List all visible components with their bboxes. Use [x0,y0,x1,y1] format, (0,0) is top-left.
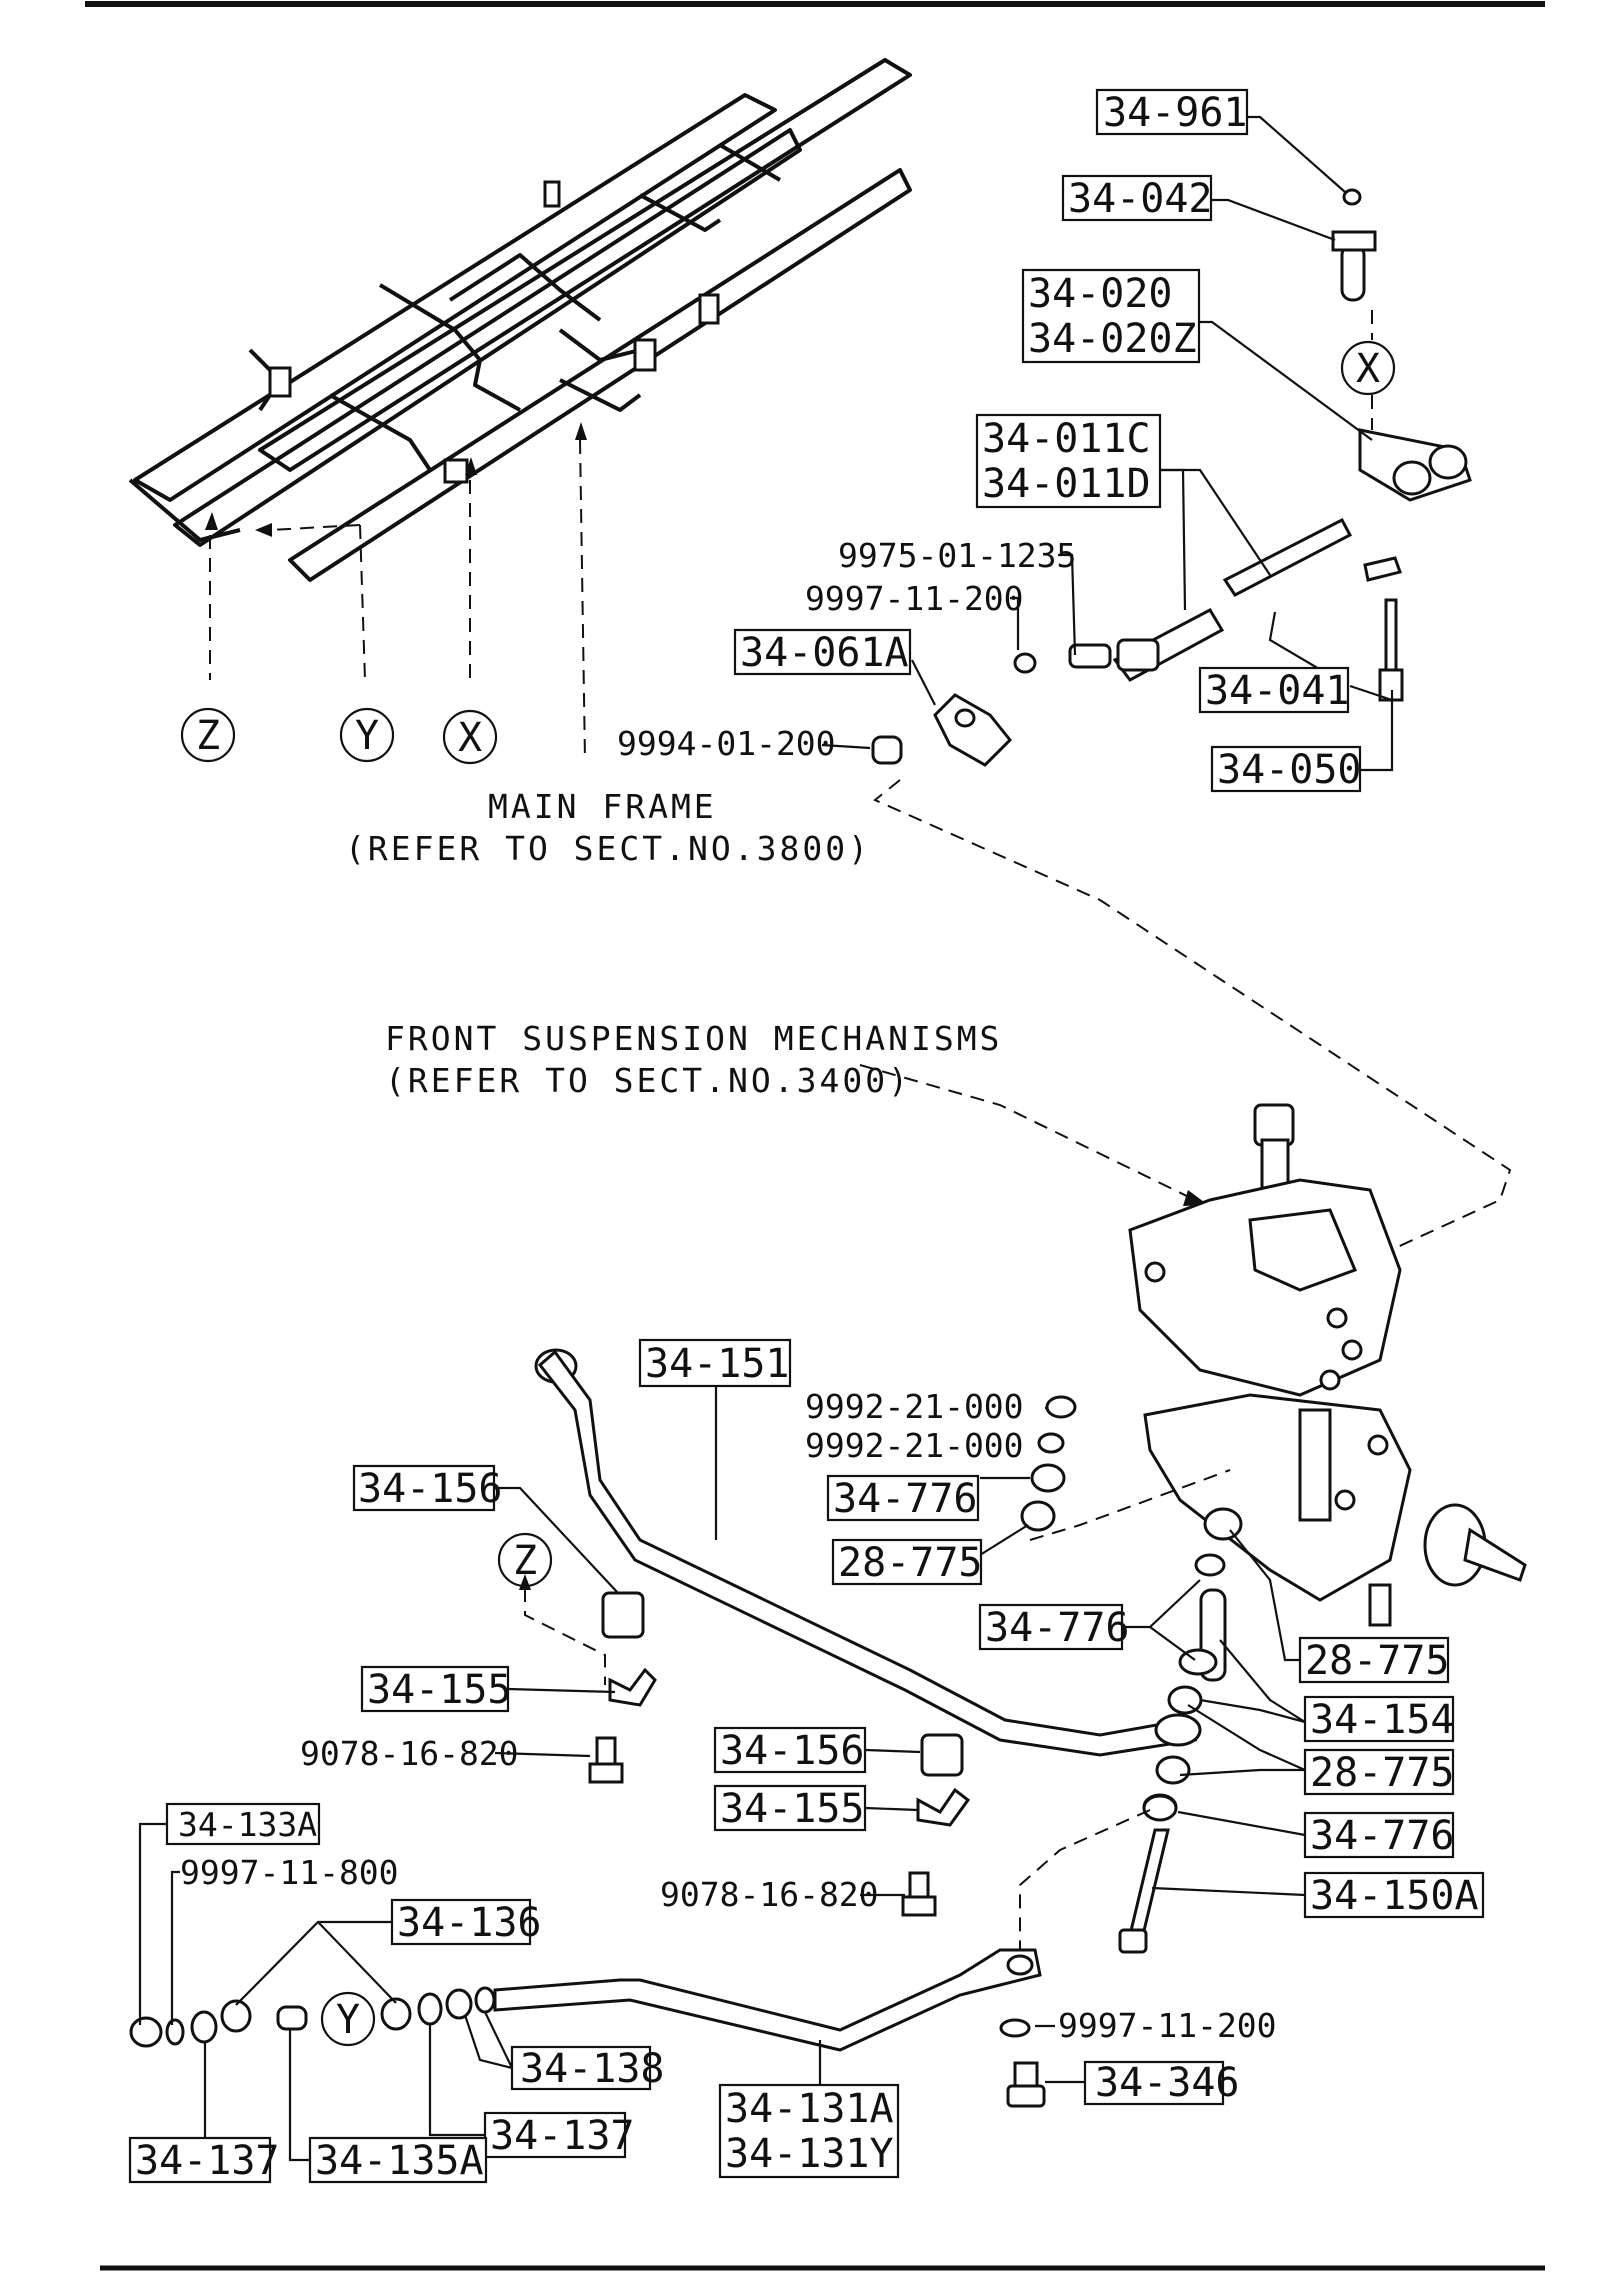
label-34-776-c: 34-776 [1310,1813,1455,1859]
label-9997-11-200-a: 9997-11-200 [805,579,1024,618]
label-34-135a: 34-135A [315,2138,484,2184]
label-34-776-a: 34-776 [833,1476,978,1522]
marker-x: X [458,715,482,761]
label-34-138: 34-138 [520,2046,665,2092]
label-34-020: 34-020 [1028,271,1173,317]
main-frame-illustration [128,58,912,582]
marker-y-lower-circle [320,1991,376,2047]
marker-y-circle [339,707,395,763]
label-9078-16-820-a: 9078-16-820 [300,1734,519,1773]
label-34-011d: 34-011D [982,461,1151,507]
marker-x-right: X [1356,346,1380,392]
label-9078-16-820-b: 9078-16-820 [660,1875,879,1914]
label-34-961: 34-961 [1103,90,1248,136]
label-34-150a: 34-150A [1310,1873,1479,1919]
front-suspension-illustration [1128,1103,1527,1627]
marker-x-right-circle [1340,340,1396,396]
label-34-151: 34-151 [645,1341,790,1387]
marker-z: Z [196,713,220,759]
label-34-136: 34-136 [397,1900,542,1946]
label-34-061a: 34-061A [740,630,909,676]
label-34-346: 34-346 [1095,2060,1240,2106]
label-34-011c: 34-011C [982,416,1151,462]
label-34-776-b: 34-776 [985,1605,1130,1651]
marker-z-circle [180,707,236,763]
torsion-bar-group: X [871,188,1472,767]
label-9992-21-000-a: 9992-21-000 [805,1387,1024,1426]
label-34-041: 34-041 [1205,668,1350,714]
label-34-155-a: 34-155 [367,1667,512,1713]
nut-stack-upper [1020,1395,1077,1532]
front-suspension-note-line1: FRONT SUSPENSION MECHANISMS [385,1019,1002,1058]
main-frame-note-line1: MAIN FRAME [488,787,717,826]
label-9992-21-000-b: 9992-21-000 [805,1426,1024,1465]
label-34-155-b: 34-155 [720,1786,865,1832]
label-34-020z: 34-020Z [1028,316,1197,362]
label-34-131y: 34-131Y [725,2131,894,2177]
label-9997-11-800: 9997-11-800 [180,1853,399,1892]
label-34-131a: 34-131A [725,2086,894,2132]
label-28-775-b: 28-775 [1305,1638,1450,1684]
main-frame-note-line2: (REFER TO SECT.NO.3800) [345,829,871,868]
label-34-137-b: 34-137 [135,2138,280,2184]
label-34-156-a: 34-156 [358,1466,503,1512]
marker-y-lower: Y [336,1997,360,2043]
label-34-137-a: 34-137 [490,2113,635,2159]
label-34-042: 34-042 [1068,176,1213,222]
front-suspension-note-line2: (REFER TO SECT.NO.3400) [385,1061,911,1100]
label-34-154: 34-154 [1310,1697,1455,1743]
lower-link-assembly: Y [129,1948,1046,2108]
marker-x-circle [442,709,498,765]
label-28-775-c: 28-775 [1310,1750,1455,1796]
label-9975-01-1235: 9975-01-1235 [838,536,1076,575]
marker-y: Y [355,713,379,759]
label-34-156-b: 34-156 [720,1728,865,1774]
stabilizer-bar [534,1348,1202,1757]
label-34-133a: 34-133A [178,1805,317,1844]
label-9994-01-200: 9994-01-200 [617,724,836,763]
label-34-050: 34-050 [1217,747,1362,793]
label-9997-11-200-b: 9997-11-200 [1058,2006,1277,2045]
label-28-775-a: 28-775 [838,1540,983,1586]
